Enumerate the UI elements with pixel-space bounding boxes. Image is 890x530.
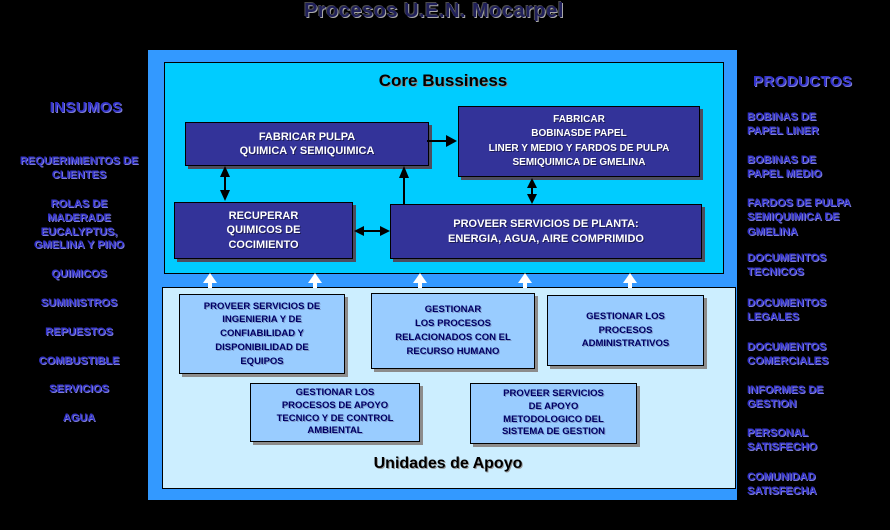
productos-item-bobinas-liner: BOBINAS DE PAPEL LINER: [747, 111, 819, 138]
productos-item-documentos-legales: DOCUMENTOS LEGALES: [747, 297, 827, 324]
process-box-fabricar-pulpa: FABRICAR PULPA QUIMICA Y SEMIQUIMICA: [185, 122, 429, 166]
support-box-administrativos: GESTIONAR LOS PROCESOS ADMINISTRATIVOS: [547, 295, 704, 366]
insumos-item-repuestos: REPUESTOS: [45, 326, 113, 338]
productos-item-documentos-tecnicos: DOCUMENTOS TECNICOS: [747, 252, 827, 279]
support-box-ingenieria: PROVEER SERVICIOS DE INGENIERIA Y DE CON…: [179, 294, 345, 374]
insumos-item-quimicos: QUIMICOS: [51, 268, 107, 280]
productos-heading: PRODUCTOS: [753, 73, 853, 90]
insumos-item-servicios: SERVICIOS: [49, 383, 109, 395]
support-box-apoyo-tecnico: GESTIONAR LOS PROCESOS DE APOYO TECNICO …: [250, 383, 420, 442]
process-box-recuperar-quimicos: RECUPERAR QUIMICOS DE COCIMIENTO: [174, 202, 353, 259]
insumos-item-rolas-madera: ROLAS DE MADERADE EUCALYPTUS, GMELINA Y …: [33, 198, 125, 252]
support-box-recurso-humano: GESTIONAR LOS PROCESOS RELACIONADOS CON …: [371, 293, 535, 369]
support-units-title: Unidades de Apoyo: [373, 455, 523, 472]
productos-item-personal-satisfecho: PERSONAL SATISFECHO: [747, 427, 818, 454]
insumos-item-agua: AGUA: [62, 412, 96, 424]
page-title: Procesos U.E.N. Mocarpel: [304, 0, 564, 22]
insumos-item-combustible: COMBUSTIBLE: [38, 355, 120, 367]
productos-item-informes-gestion: INFORMES DE GESTION: [747, 384, 824, 411]
productos-item-comunidad-satisfecha: COMUNIDAD SATISFECHA: [747, 471, 817, 498]
insumos-item-requerimientos-clientes: REQUERIMIENTOS DE CLIENTES: [19, 155, 139, 181]
insumos-item-suministros: SUMINISTROS: [40, 297, 118, 309]
productos-item-fardos-pulpa: FARDOS DE PULPA SEMIQUIMICA DE GMELINA: [747, 197, 851, 238]
productos-item-documentos-comerciales: DOCUMENTOS COMERCIALES: [747, 341, 829, 368]
support-box-apoyo-metodologico: PROVEER SERVICIOS DE APOYO METODOLOGICO …: [470, 383, 637, 444]
process-box-proveer-servicios-planta: PROVEER SERVICIOS DE PLANTA: ENERGIA, AG…: [390, 204, 702, 259]
insumos-heading: INSUMOS: [49, 99, 123, 116]
core-business-title: Core Bussiness: [378, 71, 508, 90]
process-box-fabricar-bobinas: FABRICAR BOBINASDE PAPEL LINER Y MEDIO Y…: [458, 106, 700, 177]
productos-item-bobinas-medio: BOBINAS DE PAPEL MEDIO: [747, 154, 822, 181]
